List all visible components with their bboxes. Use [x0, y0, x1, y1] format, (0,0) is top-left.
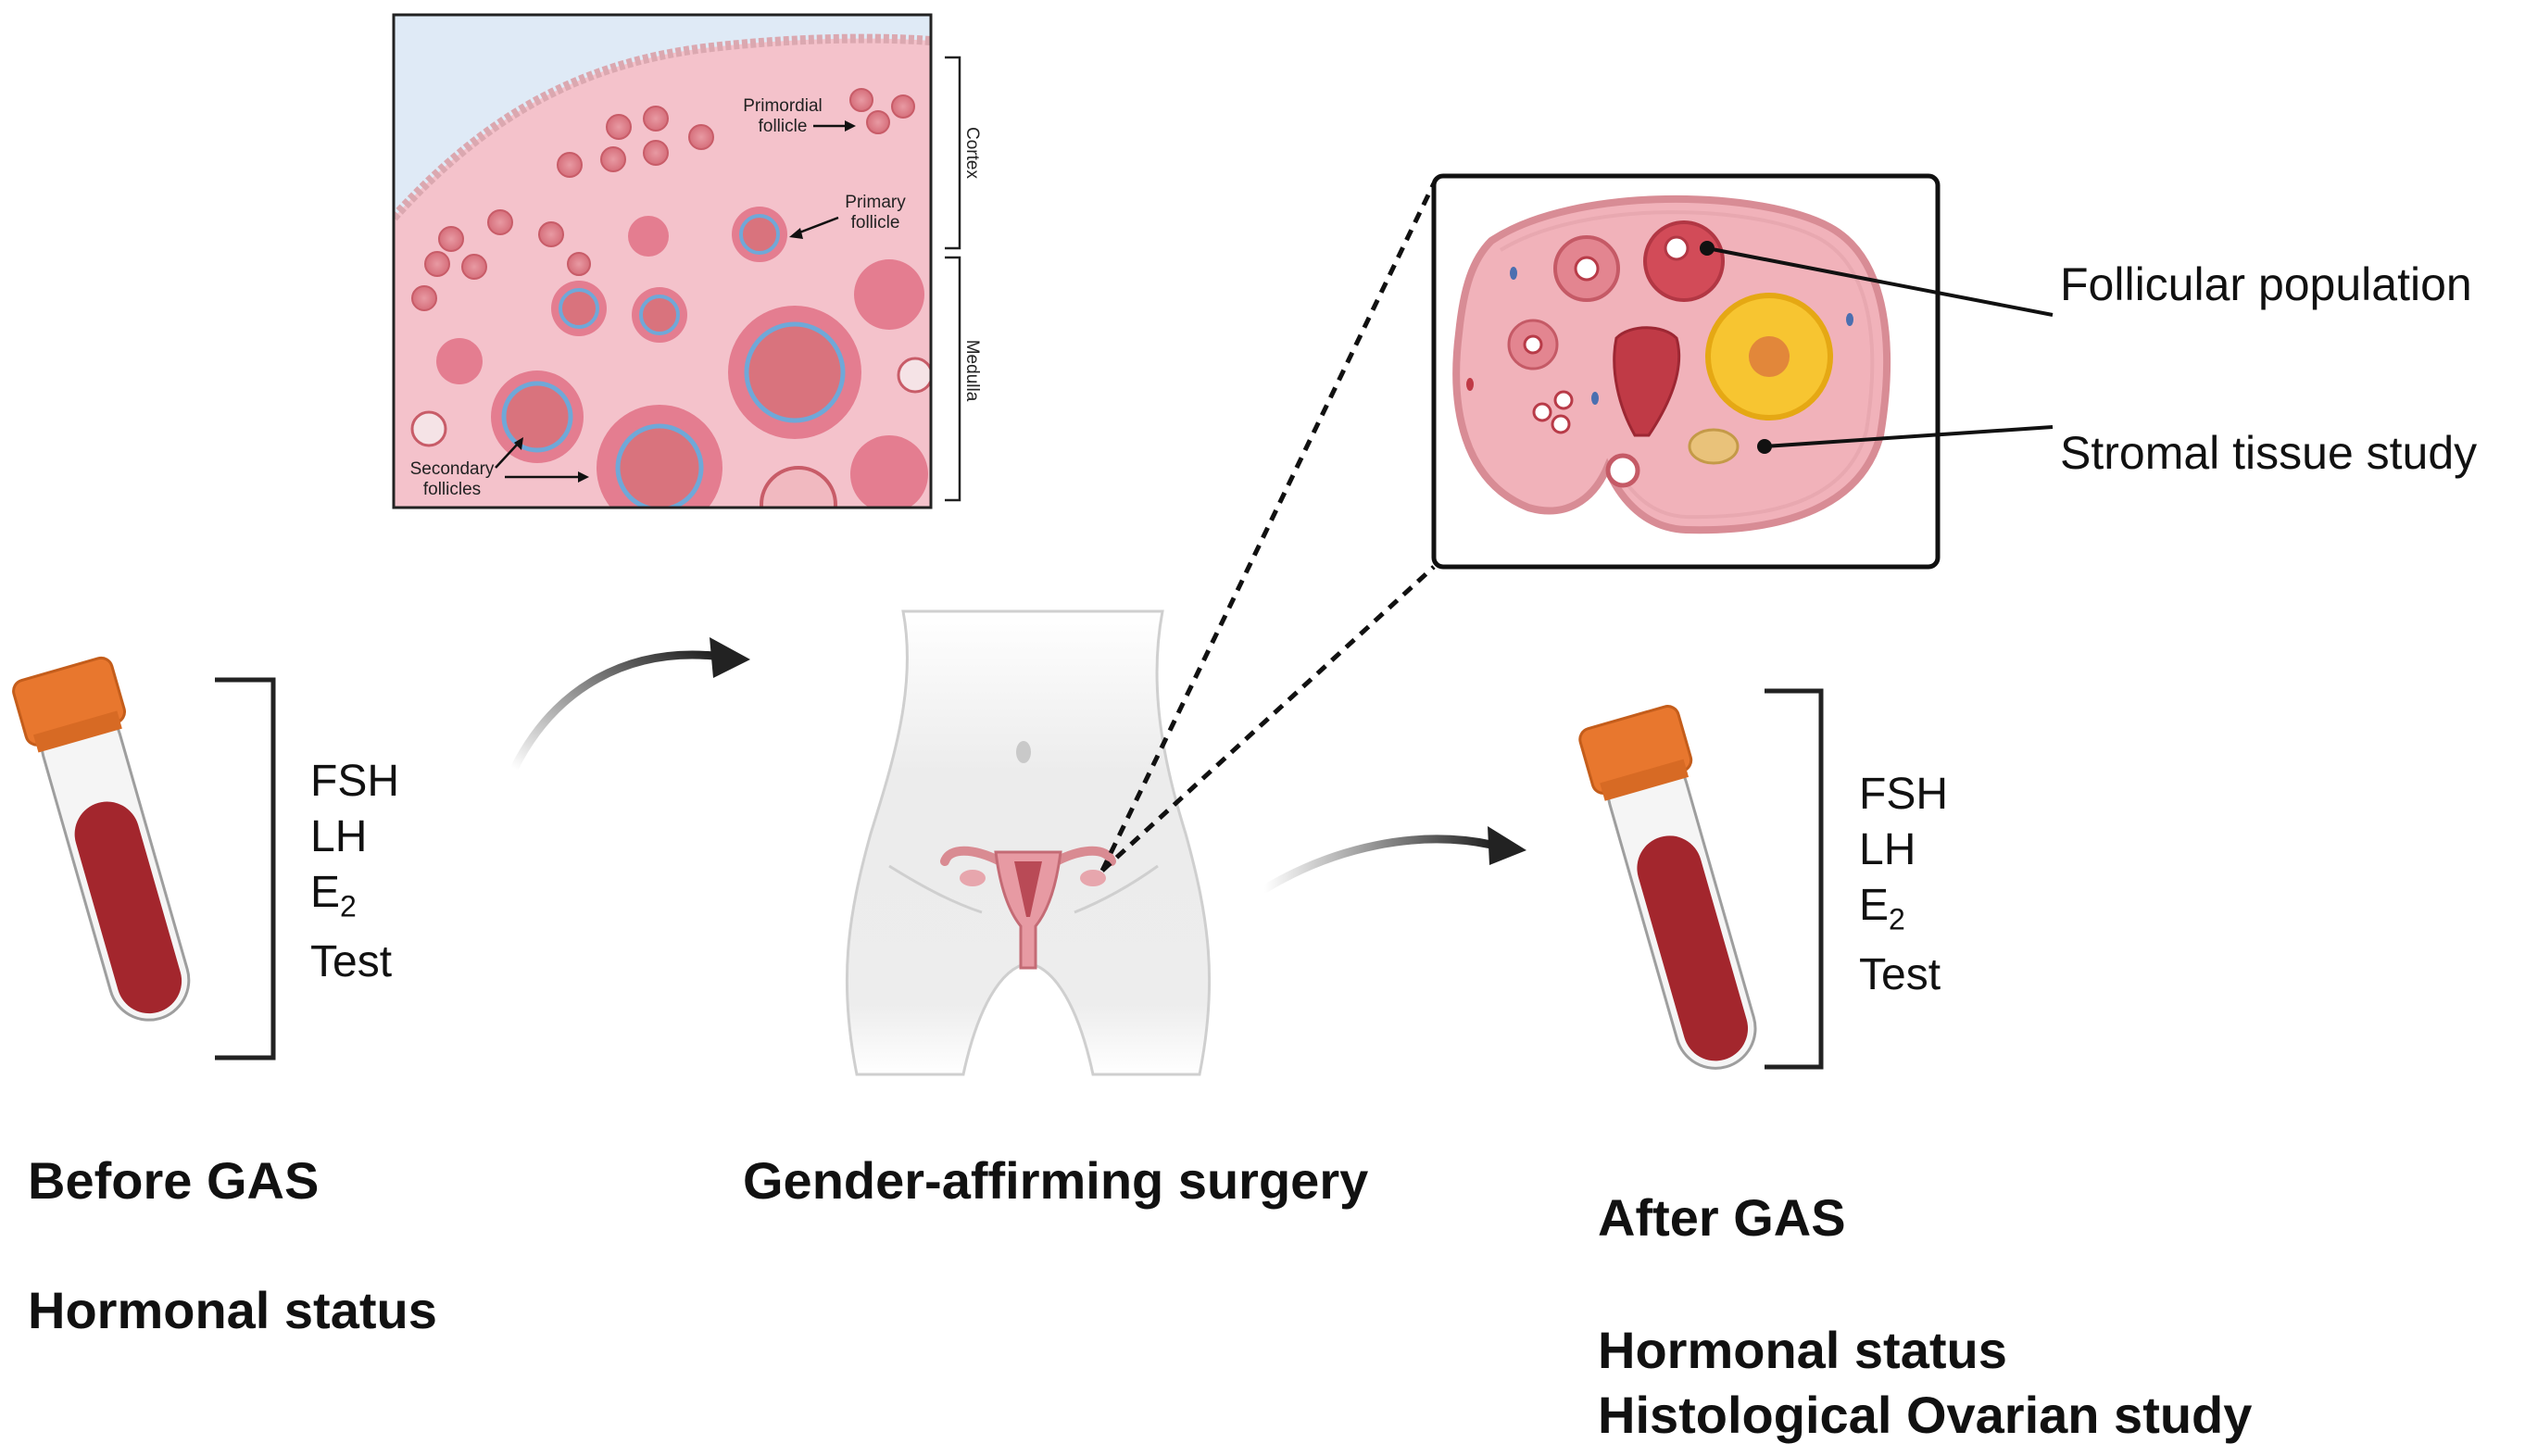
after-markers: FSH LH E2 Test	[1859, 767, 1948, 1003]
primordial-label-1: Primordial	[743, 96, 823, 116]
stromal-nodule-icon	[1688, 428, 1740, 465]
secondary-label-2: follicles	[423, 480, 481, 499]
stromal-tissue-label: Stromal tissue study	[2060, 427, 2478, 479]
marker-test: Test	[310, 936, 393, 986]
marker-test: Test	[1859, 949, 1941, 999]
uterus-icon	[940, 846, 1116, 970]
arrow-head-icon	[1488, 826, 1526, 865]
marker-e2: E2	[310, 868, 357, 923]
after-heading: After GAS	[1598, 1188, 1846, 1247]
marker-fsh: FSH	[1859, 770, 1948, 819]
arrow-head-icon	[710, 637, 750, 678]
after-subheading-2: Histological Ovarian study	[1598, 1386, 2253, 1444]
marker-e2: E2	[1859, 881, 1905, 936]
before-subheading: Hormonal status	[28, 1281, 437, 1339]
follicular-population-label: Follicular population	[2060, 258, 2472, 310]
before-markers: FSH LH E2 Test	[310, 754, 399, 990]
medulla-label: Medulla	[962, 340, 982, 402]
marker-lh: LH	[1859, 825, 1916, 874]
primordial-label-2: follicle	[759, 117, 808, 136]
marker-lh: LH	[310, 812, 368, 861]
cortex-label: Cortex	[962, 127, 982, 179]
marker-fsh: FSH	[310, 757, 399, 806]
surgery-heading: Gender-affirming surgery	[743, 1151, 1369, 1210]
before-heading: Before GAS	[28, 1151, 320, 1210]
after-subheading-1: Hormonal status	[1598, 1321, 2007, 1379]
primary-label-1: Primary	[845, 193, 906, 212]
primary-label-2: follicle	[851, 213, 900, 232]
secondary-label-1: Secondary	[410, 459, 495, 479]
